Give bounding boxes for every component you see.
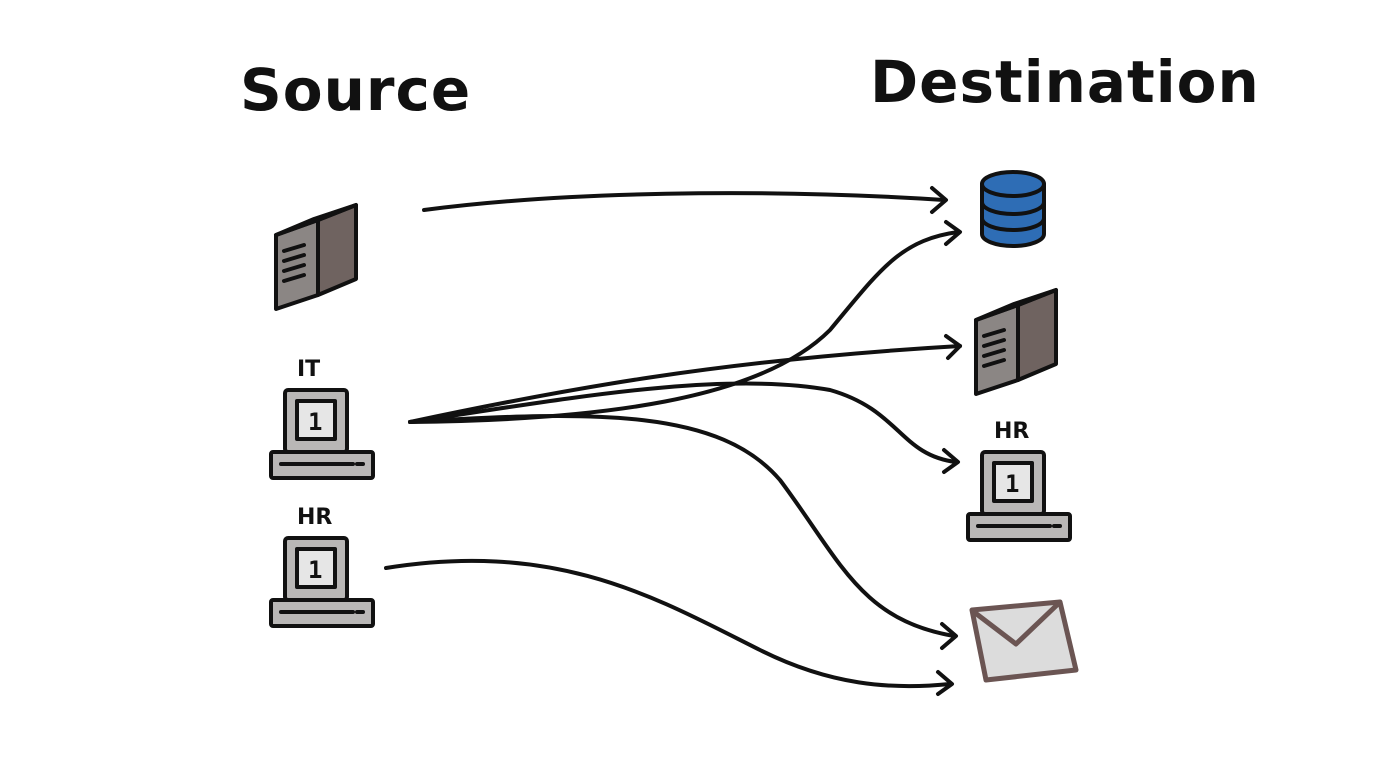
- it-label: IT: [297, 357, 320, 382]
- arrowhead: [940, 622, 958, 650]
- connection-arrows: [384, 186, 962, 696]
- destination-heading: Destination: [870, 48, 1260, 116]
- database-icon: [980, 170, 1046, 248]
- arrow-it-to-server: [408, 344, 962, 424]
- envelope-icon: [969, 599, 1079, 683]
- arrow-it-to-database: [408, 230, 960, 424]
- arrow-it-to-hr-computer: [408, 381, 958, 464]
- source-server: [274, 203, 358, 311]
- arrowhead: [944, 220, 962, 246]
- arrowhead: [942, 448, 960, 474]
- destination-database: [980, 170, 1046, 248]
- server-icon: [274, 203, 358, 311]
- arrowhead: [930, 186, 948, 214]
- arrow-server-to-database: [422, 191, 946, 212]
- server-icon: [974, 288, 1058, 396]
- source-it-computer: IT 1: [269, 357, 375, 480]
- arrow-it-to-email: [408, 414, 956, 638]
- source-heading: Source: [240, 56, 471, 124]
- screen-number: 1: [308, 408, 322, 436]
- arrow-hr-to-email: [384, 558, 952, 689]
- hr-label: HR: [297, 505, 332, 530]
- arrowhead: [944, 334, 962, 360]
- screen-number: 1: [1005, 470, 1019, 498]
- arrowhead: [936, 670, 954, 696]
- destination-hr-computer: HR 1: [966, 419, 1072, 542]
- destination-server: [974, 288, 1058, 396]
- destination-email: [969, 599, 1079, 683]
- screen-number: 1: [308, 556, 322, 584]
- hr-label: HR: [994, 419, 1029, 444]
- source-hr-computer: HR 1: [269, 505, 375, 628]
